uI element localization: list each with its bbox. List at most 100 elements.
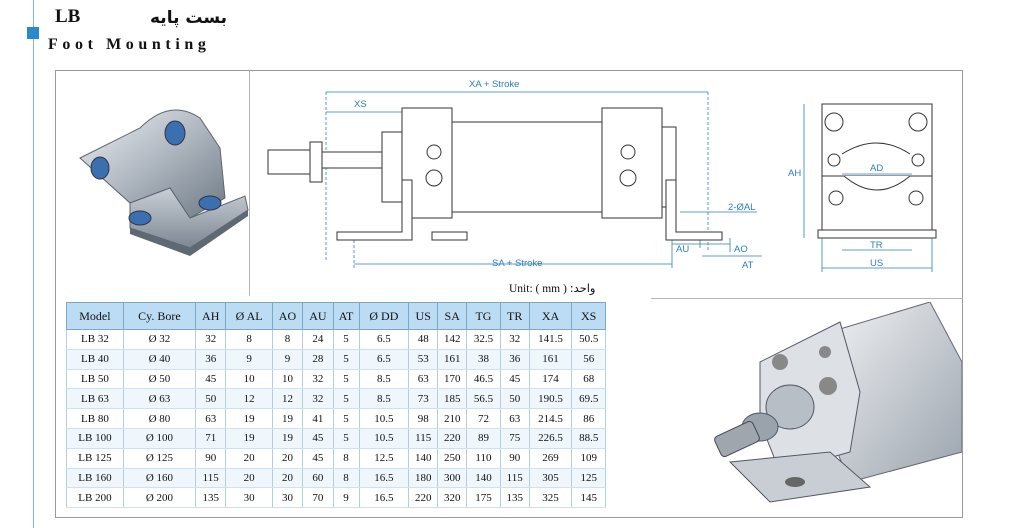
dimension-table: Model Cy. Bore AH Ø AL AO AU AT Ø DD US … <box>66 302 606 509</box>
table-cell: 24 <box>302 329 334 350</box>
table-cell: 8 <box>332 448 360 469</box>
unit-note: Unit: ( mm ) :واحد <box>509 281 595 295</box>
table-cell: 19 <box>271 428 304 449</box>
isometric-assembly-image <box>714 302 962 503</box>
left-margin-rule <box>33 0 34 528</box>
table-cell: 135 <box>195 487 227 509</box>
table-cell: 140 <box>408 448 439 469</box>
table-cell: 12 <box>271 388 304 410</box>
col-model: Model <box>66 302 124 330</box>
sa-stroke-label: SA + Stroke <box>492 258 542 269</box>
table-cell: 175 <box>466 487 501 509</box>
table-cell: Ø 100 <box>122 428 197 449</box>
table-cell: 16.5 <box>358 468 410 489</box>
table-cell: 142 <box>437 329 468 350</box>
col-us: US <box>408 302 439 330</box>
foot-bracket-photo <box>79 109 249 256</box>
table-cell: 36 <box>499 349 530 370</box>
table-cell: Ø 40 <box>122 349 197 370</box>
table-cell: 56.5 <box>466 388 501 410</box>
table-cell: 46.5 <box>466 369 501 390</box>
table-cell: 214.5 <box>528 408 573 429</box>
xs-label: XS <box>354 99 367 110</box>
table-cell: 90 <box>499 448 530 469</box>
table-cell: 5 <box>332 408 360 429</box>
table-cell: 90 <box>195 448 227 469</box>
col-ao: AO <box>271 302 304 330</box>
section-marker-square <box>27 27 39 39</box>
table-cell: 16.5 <box>358 487 410 509</box>
table-cell: LB 200 <box>66 487 124 509</box>
table-cell: 170 <box>437 369 468 390</box>
table-cell: 50 <box>195 388 227 410</box>
table-cell: 20 <box>271 448 304 469</box>
col-sa: SA <box>437 302 468 330</box>
cylinder-end-drawing: AH AD TR US <box>788 103 937 272</box>
us-label: US <box>870 258 883 269</box>
ao-label: AO <box>734 244 748 255</box>
table-cell: 10 <box>271 369 304 390</box>
table-cell: 30 <box>271 487 304 509</box>
table-cell: 88.5 <box>571 428 606 449</box>
table-cell: 32 <box>302 388 334 410</box>
col-cy-bore: Cy. Bore <box>122 302 197 330</box>
col-tg: TG <box>466 302 501 330</box>
table-cell: 56 <box>571 349 606 370</box>
table-cell: LB 32 <box>66 329 124 350</box>
ah-label: AH <box>788 168 801 179</box>
table-cell: 210 <box>437 408 468 429</box>
table-cell: 28 <box>302 349 334 370</box>
table-header-row: Model Cy. Bore AH Ø AL AO AU AT Ø DD US … <box>66 302 606 330</box>
table-cell: 325 <box>528 487 573 509</box>
table-cell: 69.5 <box>571 388 606 410</box>
table-cell: LB 63 <box>66 388 124 410</box>
table-cell: 9 <box>225 349 273 370</box>
table-cell: 63 <box>195 408 227 429</box>
table-cell: 20 <box>225 468 273 489</box>
table-cell: 8.5 <box>358 388 410 410</box>
table-cell: 174 <box>528 369 573 390</box>
table-cell: 72 <box>466 408 501 429</box>
table-cell: Ø 32 <box>122 329 197 350</box>
table-cell: LB 100 <box>66 428 124 449</box>
table-cell: 38 <box>466 349 501 370</box>
table-cell: 20 <box>225 448 273 469</box>
table-cell: 9 <box>332 487 360 509</box>
at-label: AT <box>742 260 754 271</box>
table-cell: 8 <box>271 329 304 350</box>
table-cell: 250 <box>437 448 468 469</box>
unit-prefix: Unit: ( mm ) <box>509 283 567 295</box>
table-cell: 20 <box>271 468 304 489</box>
table-cell: 45 <box>302 428 334 449</box>
cylinder-side-drawing: XA + Stroke XS SA + Stroke AU AO AT 2-ØA… <box>267 79 762 271</box>
tr-label: TR <box>870 240 883 251</box>
table-cell: 161 <box>437 349 468 370</box>
table-cell: 5 <box>332 388 360 410</box>
model-code-title: LB <box>55 6 81 27</box>
table-cell: 125 <box>571 468 606 489</box>
table-cell: 10.5 <box>358 428 410 449</box>
table-cell: 45 <box>499 369 530 390</box>
english-title: Foot Mounting <box>48 36 211 53</box>
persian-title: بست پایه <box>150 8 228 28</box>
table-cell: 8.5 <box>358 369 410 390</box>
table-cell: 63 <box>408 369 439 390</box>
col-xa: XA <box>528 302 573 330</box>
table-cell: 98 <box>408 408 439 429</box>
table-cell: 115 <box>195 468 227 489</box>
table-cell: 300 <box>437 468 468 489</box>
table-cell: 320 <box>437 487 468 509</box>
table-cell: 32 <box>195 329 227 350</box>
table-cell: 109 <box>571 448 606 469</box>
table-cell: 19 <box>225 428 273 449</box>
table-cell: 32 <box>302 369 334 390</box>
table-cell: Ø 200 <box>122 487 197 509</box>
table-cell: 180 <box>408 468 439 489</box>
